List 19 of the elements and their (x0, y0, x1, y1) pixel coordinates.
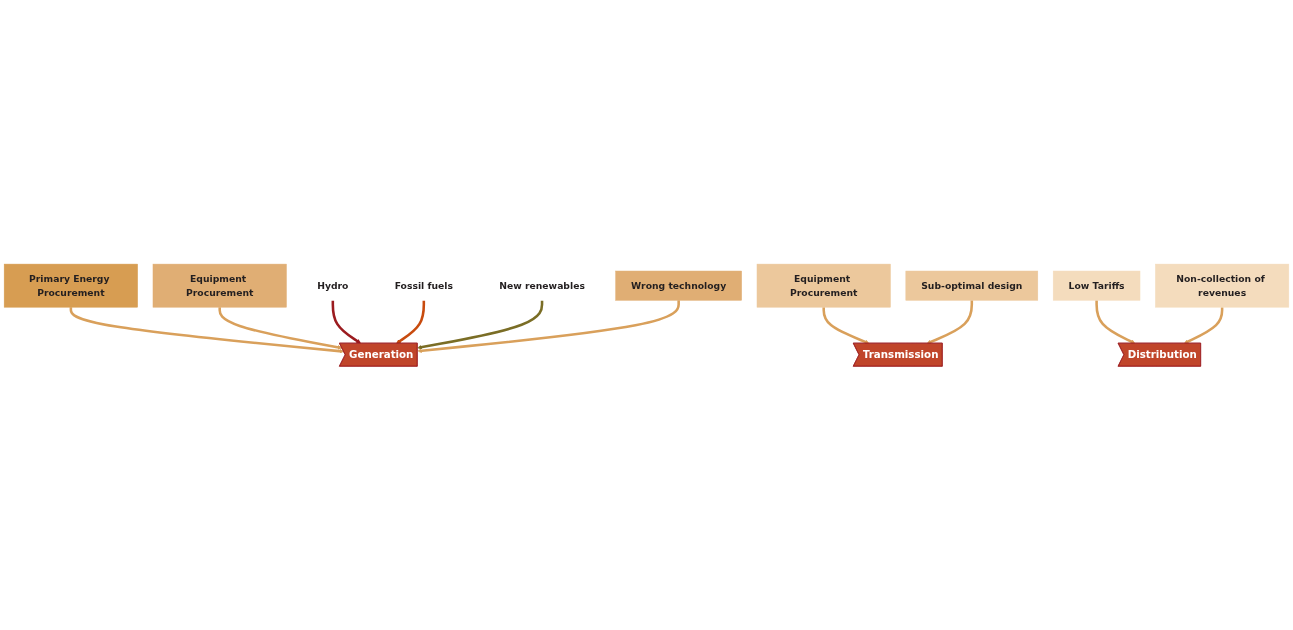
arrow (396, 300, 426, 344)
arrow (218, 307, 343, 350)
node-text: Fossil fuels (394, 280, 453, 291)
node-box: Low Tariffs (1052, 270, 1141, 301)
node-box: Non-collection of revenues (1155, 263, 1290, 308)
node-box: Equipment Procurement (152, 263, 287, 308)
arrow (331, 300, 361, 344)
arrow (417, 300, 680, 353)
arrow (926, 300, 974, 344)
arrow (822, 307, 870, 344)
arrow (417, 300, 544, 350)
node-box: Wrong technology (615, 270, 742, 301)
node-text: New renewables (499, 280, 585, 291)
arrow (1183, 307, 1224, 344)
node-box: Sub-optimal design (905, 270, 1039, 301)
node-box: Primary Energy Procurement (3, 263, 138, 308)
node-box: Equipment Procurement (756, 263, 891, 308)
node-text: Hydro (317, 280, 349, 291)
arrow (1095, 300, 1136, 344)
